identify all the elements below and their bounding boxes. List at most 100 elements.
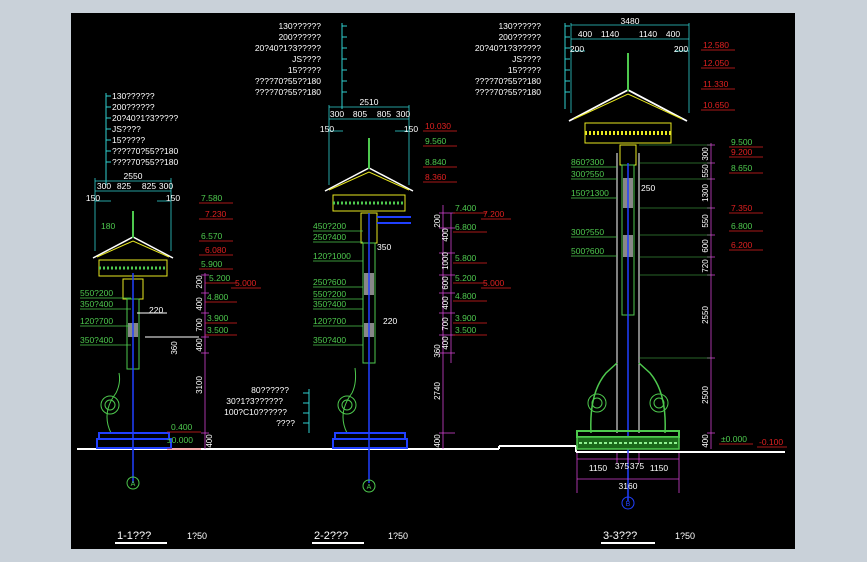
base-note-2-4: ???? xyxy=(276,418,295,428)
dim-2-total: 2510 xyxy=(360,97,379,107)
dim-1-d2: 825 xyxy=(117,181,131,191)
vdim-3-8: 2500 xyxy=(701,386,710,404)
note-2-3: 20?40?1?3????? xyxy=(255,43,321,53)
level-2-g2: 8.840 xyxy=(425,157,447,167)
drawing-canvas: 130?????? 200?????? 20?40?1?3????? JS???… xyxy=(71,13,795,549)
cad-drawing: 130?????? 200?????? 20?40?1?3????? JS???… xyxy=(77,16,787,544)
base-note-2-1: 80?????? xyxy=(251,385,289,395)
dim-1-d1: 300 xyxy=(97,181,111,191)
small-2-7: 120?700 xyxy=(313,316,346,326)
dim-3-d4: 400 xyxy=(666,29,680,39)
small-3-2: 300?550 xyxy=(571,169,604,179)
small-2-5: 550?200 xyxy=(313,289,346,299)
vdim-2-1: 200 xyxy=(433,214,442,228)
level-2-g5: 5.800 xyxy=(455,253,477,263)
level-2-g7: 4.800 xyxy=(455,291,477,301)
vdim-3-1: 300 xyxy=(701,147,710,161)
note-2-7: ????70?55??180 xyxy=(255,87,321,97)
dim-3-d2: 1140 xyxy=(601,29,620,39)
vdim-3-6: 720 xyxy=(701,259,710,273)
small-1-2: 550?200 xyxy=(80,288,113,298)
small-2-dim-2: 220 xyxy=(383,316,397,326)
dim-2-d3: 805 xyxy=(377,109,391,119)
level-1-g2: 6.570 xyxy=(201,231,223,241)
level-3-r4: 10.650 xyxy=(703,100,729,110)
level-3-r3: 11.330 xyxy=(703,79,729,89)
vdim-3-3: 1300 xyxy=(701,184,710,202)
level-3-g2: 8.650 xyxy=(731,163,753,173)
base-note-2-2: 30?1?3?????? xyxy=(226,396,283,406)
note-1-2: 200?????? xyxy=(112,102,155,112)
dim-2-e2: 150 xyxy=(404,124,418,134)
level-2-g4: 6.800 xyxy=(455,222,477,232)
small-1-4: 120?700 xyxy=(80,316,113,326)
level-1-g4: 5.200 xyxy=(209,273,231,283)
vdim-2-6: 700 xyxy=(441,317,450,331)
vdim-2-7: 400 xyxy=(441,336,450,350)
vdim-3-4: 550 xyxy=(701,214,710,228)
note-1-5: 15????? xyxy=(112,135,145,145)
small-1-dim: 220 xyxy=(149,305,163,315)
note-2-4: JS???? xyxy=(292,54,321,64)
scale-1: 1?50 xyxy=(187,531,207,541)
caption-3: 3-3??? xyxy=(603,530,637,542)
bdim-3-d4: 1150 xyxy=(650,463,669,473)
scale-2: 1?50 xyxy=(388,531,408,541)
dim-2-d2: 805 xyxy=(353,109,367,119)
small-1-5: 350?400 xyxy=(80,335,113,345)
note-1-7: ????70?55??180 xyxy=(112,157,178,167)
lantern-3 xyxy=(568,53,688,501)
base-note-2-3: 100?C10?????? xyxy=(224,407,287,417)
captions: 1-1??? 1?50 2-2??? 1?50 3-3??? 1?50 xyxy=(115,530,695,544)
note-3-3: 20?40?1?3????? xyxy=(475,43,541,53)
level-2-g6: 5.200 xyxy=(455,273,477,283)
vdim-1-6: 3100 xyxy=(195,376,204,394)
level-1-g1: 7.580 xyxy=(201,193,223,203)
level-2-r1: 10.030 xyxy=(425,121,451,131)
vdim-2-2: 400 xyxy=(441,228,450,242)
level-2-g8: 3.900 xyxy=(455,313,477,323)
note-2-5: 15????? xyxy=(288,65,321,75)
elevation-1: 130?????? 200?????? 20?40?1?3????? JS???… xyxy=(80,91,261,490)
vdim-1-2: 400 xyxy=(195,297,204,311)
note-3-7: ????70?55??180 xyxy=(475,87,541,97)
bdim-3-d1: 1150 xyxy=(589,463,608,473)
vdim-3-5: 600 xyxy=(701,239,710,253)
dim-1-e1: 150 xyxy=(86,193,100,203)
note-3-4: JS???? xyxy=(512,54,541,64)
small-2-3: 120?1000 xyxy=(313,251,351,261)
dim-1-d4: 300 xyxy=(159,181,173,191)
vdim-2-9: 2740 xyxy=(433,382,442,400)
base-1-level-2: ±0.000 xyxy=(167,435,193,445)
note-1-6: ????70?55??180 xyxy=(112,146,178,156)
note-2-6: ????70?55??180 xyxy=(255,76,321,86)
small-2-8: 350?400 xyxy=(313,335,346,345)
dim-3-d1: 400 xyxy=(578,29,592,39)
level-1-g7: 3.500 xyxy=(207,325,229,335)
vdim-3-2: 550 xyxy=(701,164,710,178)
dim-3-e1: 200 xyxy=(570,44,584,54)
note-3-1: 130?????? xyxy=(498,21,541,31)
bdim-3-total: 3160 xyxy=(619,481,638,491)
level-1-r3: 5.000 xyxy=(235,278,257,288)
level-1-g5: 4.800 xyxy=(207,292,229,302)
note-3-2: 200?????? xyxy=(498,32,541,42)
level-3-r2: 12.050 xyxy=(703,58,729,68)
level-3-g3: 6.800 xyxy=(731,221,753,231)
small-1-3: 350?400 xyxy=(80,299,113,309)
vdim-1-7: 400 xyxy=(205,434,214,448)
level-3-g4: ±0.000 xyxy=(721,434,747,444)
level-2-r4: 5.000 xyxy=(483,278,505,288)
vdim-2-4: 600 xyxy=(441,276,450,290)
level-3-r7: 6.200 xyxy=(731,240,753,250)
level-1-g3: 5.900 xyxy=(201,259,223,269)
base-1-level-1: 0.400 xyxy=(171,422,193,432)
small-3-5: 500?600 xyxy=(571,246,604,256)
vdim-2-10: 400 xyxy=(433,434,442,448)
small-2-2: 250?400 xyxy=(313,232,346,242)
small-2-6: 350?400 xyxy=(313,299,346,309)
vdim-2-5: 400 xyxy=(441,296,450,310)
small-2-1: 450?200 xyxy=(313,221,346,231)
dim-2-d1: 300 xyxy=(330,109,344,119)
vdim-2-8: 360 xyxy=(433,344,442,358)
